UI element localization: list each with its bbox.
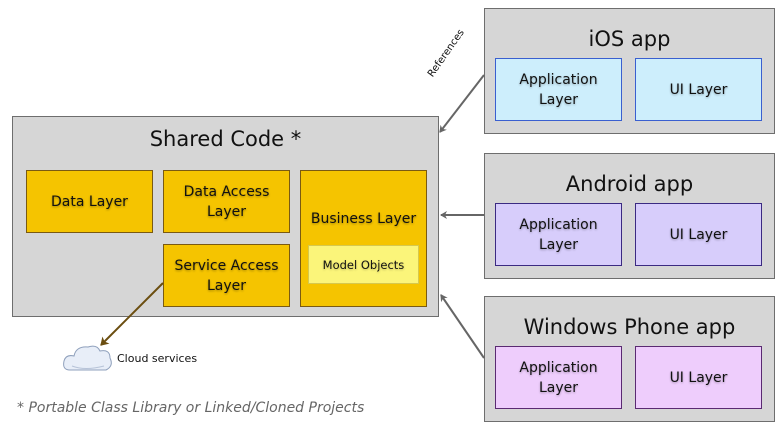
data-access-layer-label-line1: Data Access: [183, 183, 270, 200]
data-layer-box: Data Layer: [26, 170, 153, 233]
ios-reference-arrow: [439, 74, 485, 133]
windows-application-layer-line2: Layer: [538, 379, 579, 396]
ios-application-layer-line2: Layer: [538, 91, 579, 108]
windows-application-layer-box: Application Layer: [495, 346, 622, 409]
service-access-layer-box: Service Access Layer: [163, 244, 290, 307]
model-objects-box: Model Objects: [308, 245, 419, 284]
service-access-layer-label-line2: Layer: [206, 277, 247, 294]
ios-ui-layer-label: UI Layer: [669, 81, 728, 98]
android-ui-layer-box: UI Layer: [635, 203, 762, 266]
service-access-layer-label-line1: Service Access: [174, 257, 279, 274]
shared-code-title: Shared Code *: [149, 127, 302, 151]
android-application-layer-line2: Layer: [538, 236, 579, 253]
ios-app-title: iOS app: [588, 27, 671, 51]
business-layer-label: Business Layer: [310, 211, 417, 227]
android-application-layer-line1: Application: [519, 216, 598, 233]
windows-reference-arrow: [440, 294, 485, 359]
cloud-icon: [63, 345, 112, 371]
windows-application-layer-line1: Application: [519, 359, 598, 376]
ios-ui-layer-box: UI Layer: [635, 58, 762, 121]
ios-application-layer-box: Application Layer: [495, 58, 622, 121]
data-access-layer-label-line2: Layer: [206, 203, 247, 220]
model-objects-label: Model Objects: [322, 257, 405, 272]
data-access-layer-box: Data Access Layer: [163, 170, 290, 233]
cloud-arrow: [100, 282, 164, 346]
android-ui-layer-label: UI Layer: [669, 226, 728, 243]
footnote: * Portable Class Library or Linked/Clone…: [17, 400, 365, 416]
android-app-title: Android app: [565, 172, 694, 196]
cloud-services-label: Cloud services: [117, 352, 198, 365]
business-layer-box: Business Layer: [300, 170, 427, 307]
android-application-layer-box: Application Layer: [495, 203, 622, 266]
windows-phone-app-title: Windows Phone app: [523, 315, 736, 339]
windows-ui-layer-label: UI Layer: [669, 369, 728, 386]
windows-ui-layer-box: UI Layer: [635, 346, 762, 409]
ios-application-layer-line1: Application: [519, 71, 598, 88]
data-layer-label: Data Layer: [51, 193, 128, 210]
